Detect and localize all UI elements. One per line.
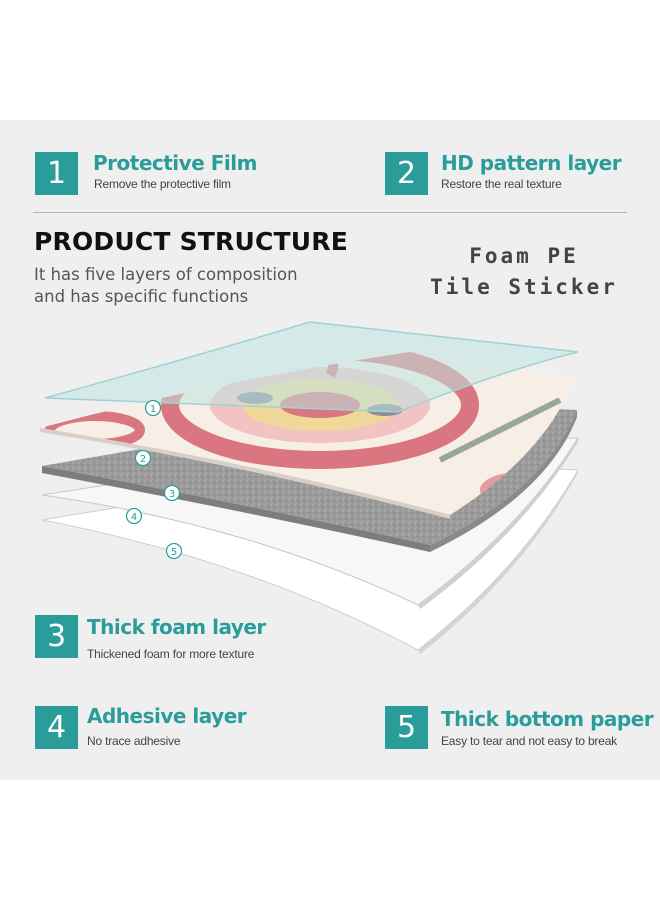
- feature-2-number-badge: 2: [385, 152, 428, 195]
- feature-2-title: HD pattern layer: [441, 151, 622, 175]
- feature-3-description: Thickened foam for more texture: [87, 647, 255, 661]
- feature-3-title: Thick foam layer: [87, 615, 266, 639]
- subtitle-line-1: It has five layers of composition: [34, 265, 298, 284]
- page-subtitle: It has five layers of composition and ha…: [34, 264, 298, 308]
- product-name: Foam PE Tile Sticker: [424, 241, 624, 303]
- feature-5-description: Easy to tear and not easy to break: [441, 734, 617, 748]
- layer-marker-5: 5: [165, 542, 183, 560]
- layer-marker-4: 4: [125, 507, 143, 525]
- layer-marker-5-label: 5: [171, 547, 177, 558]
- layer-marker-3: 3: [163, 484, 181, 502]
- feature-1-title: Protective Film: [93, 151, 257, 175]
- layer-marker-3-label: 3: [169, 489, 175, 500]
- feature-5-number-badge: 5: [385, 706, 428, 749]
- feature-1-description: Remove the protective film: [94, 177, 231, 191]
- feature-2-description: Restore the real texture: [441, 177, 562, 191]
- product-name-line-1: Foam PE: [469, 244, 579, 268]
- feature-1-number-badge: 1: [35, 152, 78, 195]
- feature-4-description: No trace adhesive: [87, 734, 181, 748]
- layer-marker-1: 1: [144, 399, 162, 417]
- divider-line: [33, 212, 627, 213]
- subtitle-line-2: and has specific functions: [34, 287, 249, 306]
- feature-4-number-badge: 4: [35, 706, 78, 749]
- feature-5-title: Thick bottom paper: [441, 707, 654, 731]
- layer-marker-4-label: 4: [131, 512, 137, 523]
- layer-marker-2: 2: [134, 449, 152, 467]
- page-title: PRODUCT STRUCTURE: [34, 227, 349, 256]
- layer-marker-1-label: 1: [150, 404, 156, 415]
- protective-film-layer: [44, 321, 579, 413]
- layer-marker-2-label: 2: [140, 454, 146, 465]
- feature-4-title: Adhesive layer: [87, 704, 247, 728]
- product-name-line-2: Tile Sticker: [430, 275, 618, 299]
- feature-3-number-badge: 3: [35, 615, 78, 658]
